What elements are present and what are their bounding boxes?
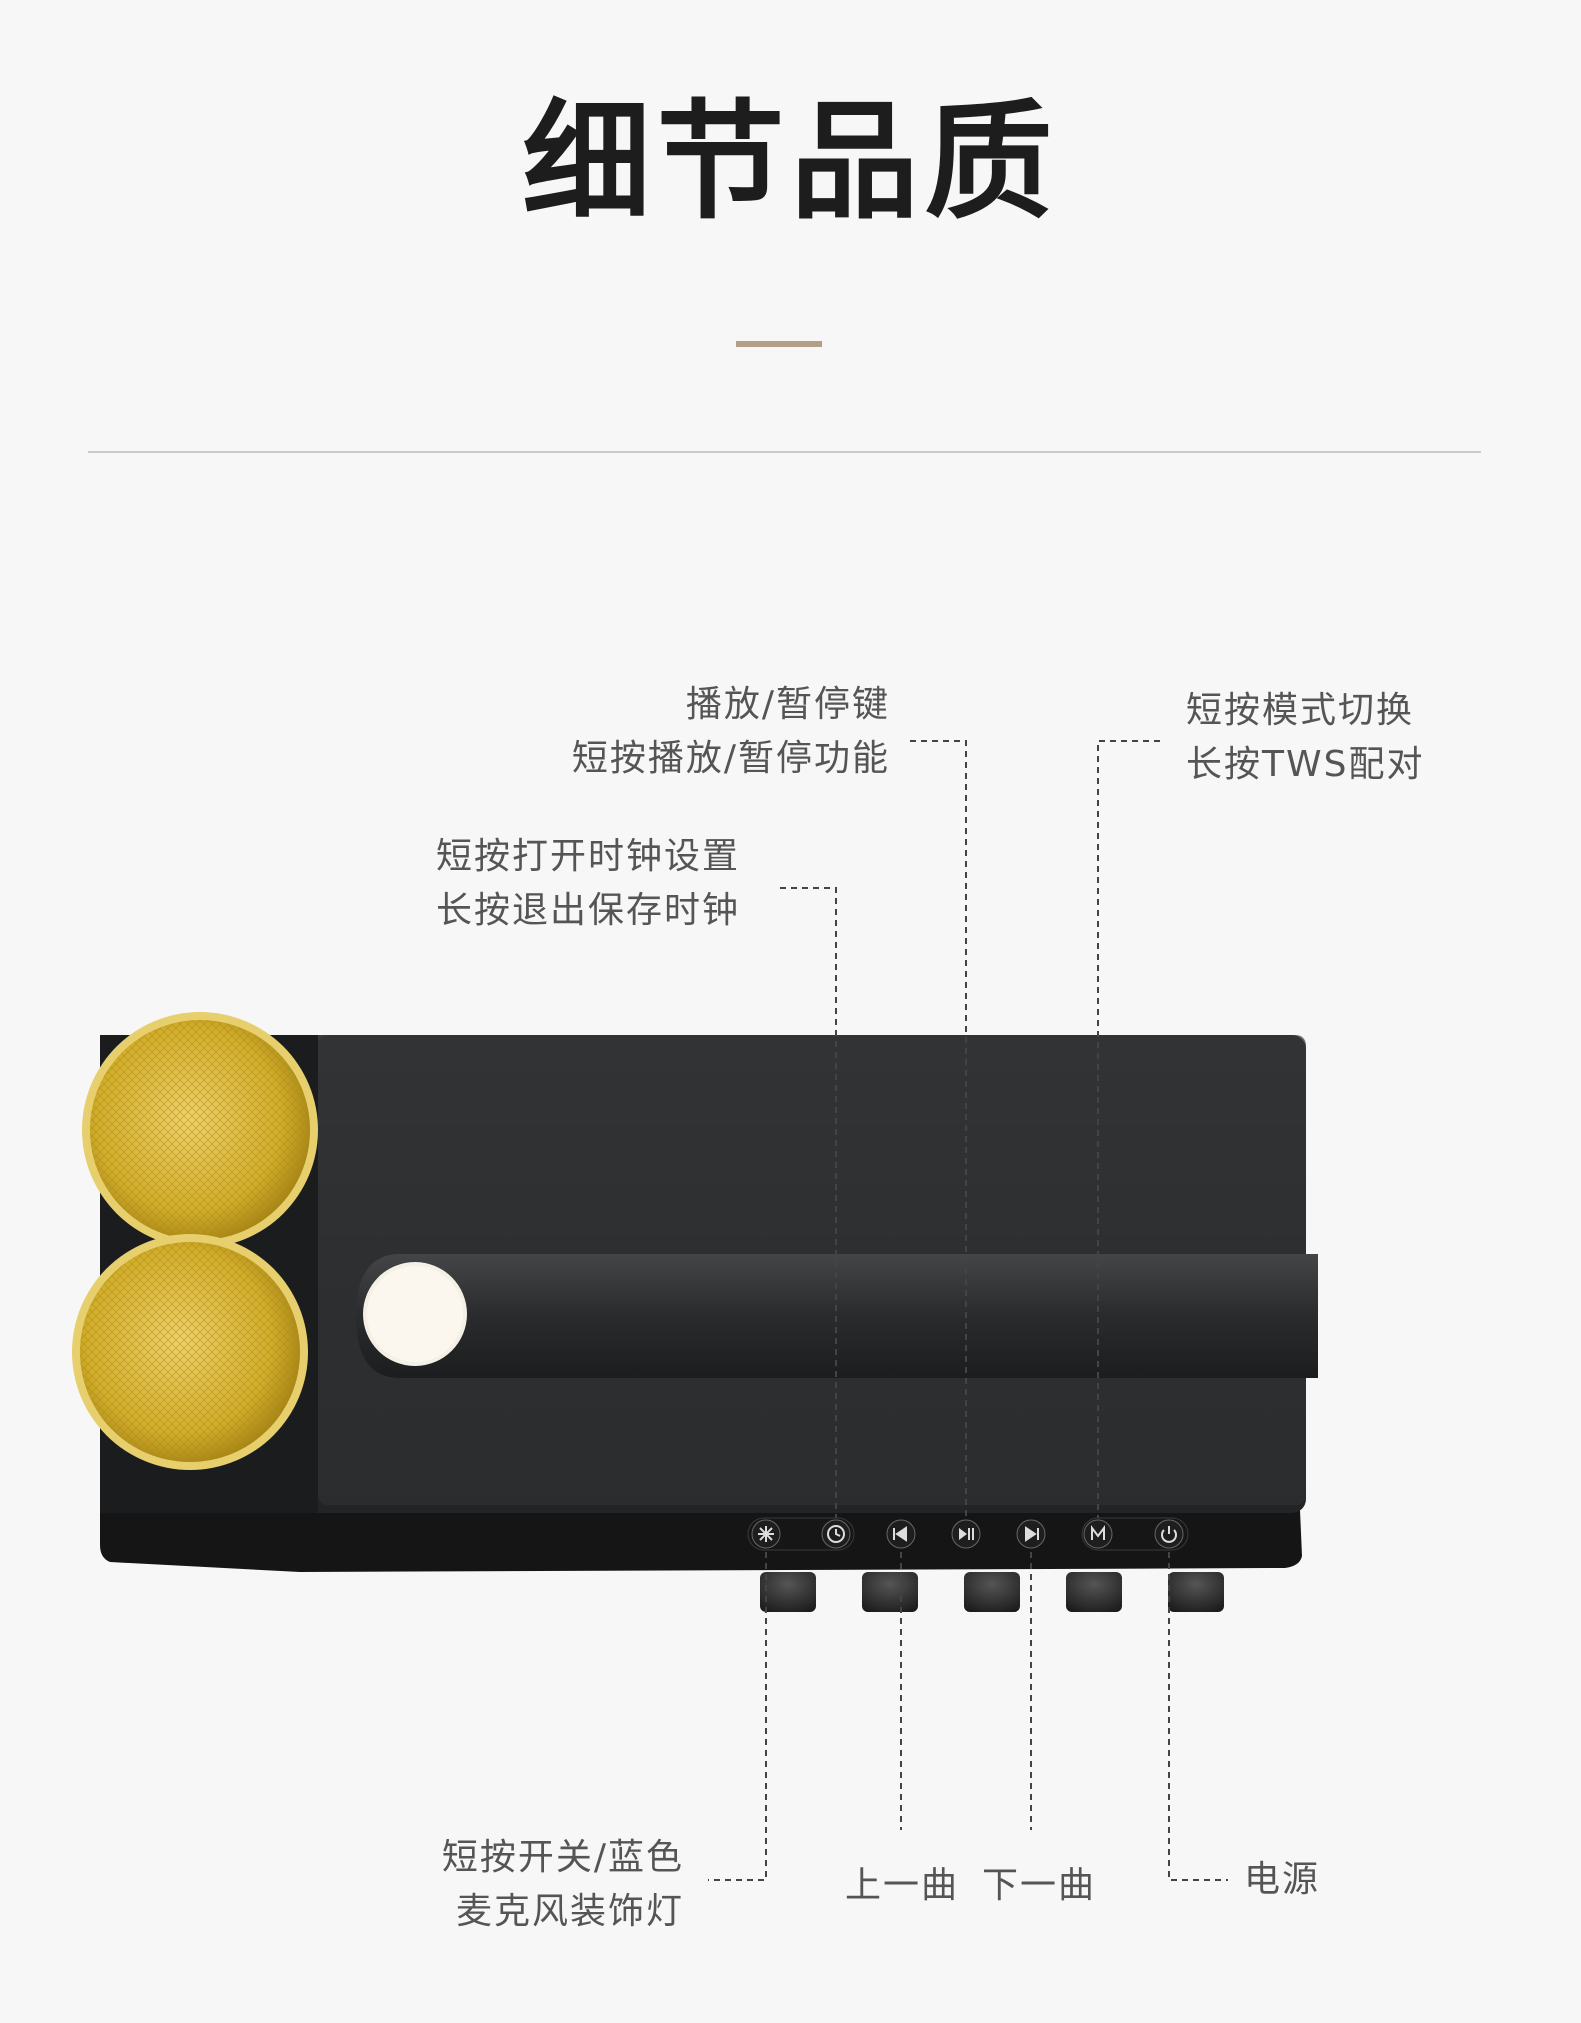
next-track-icon[interactable] (1016, 1519, 1046, 1549)
mode-icon[interactable] (1083, 1519, 1113, 1549)
callout-power: 电源 (1244, 1859, 1321, 1900)
previous-track-icon[interactable] (886, 1519, 916, 1549)
play-pause-icon[interactable] (951, 1519, 981, 1549)
callout-mode: 短按模式切换 长按TWS配对 (1186, 684, 1424, 792)
power-icon[interactable] (1154, 1519, 1184, 1549)
section-divider (88, 451, 1481, 453)
accent-bar (736, 341, 822, 347)
callout-clock-line1: 短按打开时钟设置 (436, 836, 741, 877)
callout-mode-line2: 长按TWS配对 (1186, 744, 1425, 785)
callout-prev: 上一曲 (845, 1865, 960, 1906)
clock-icon[interactable] (821, 1519, 851, 1549)
callout-next: 下一曲 (982, 1865, 1097, 1906)
callout-light-line1: 短按开关/蓝色 (441, 1837, 684, 1878)
callout-play-pause: 播放/暂停键 短按播放/暂停功能 (572, 678, 890, 786)
callout-clock: 短按打开时钟设置 长按退出保存时钟 (436, 830, 740, 938)
callout-light: 短按开关/蓝色 麦克风装饰灯 (442, 1831, 684, 1939)
callout-clock-line2: 长按退出保存时钟 (436, 890, 741, 931)
callout-mode-line1: 短按模式切换 (1186, 690, 1415, 731)
page-title: 细节品质 (522, 88, 1059, 237)
callout-light-line2: 麦克风装饰灯 (455, 1891, 684, 1932)
microphone-upper (82, 1012, 318, 1248)
callout-play-pause-line1: 播放/暂停键 (685, 684, 890, 725)
callout-play-pause-line2: 短按播放/暂停功能 (571, 738, 890, 779)
microphone-lower (72, 1234, 308, 1470)
light-icon[interactable] (751, 1519, 781, 1549)
knobs (760, 1572, 1224, 1612)
